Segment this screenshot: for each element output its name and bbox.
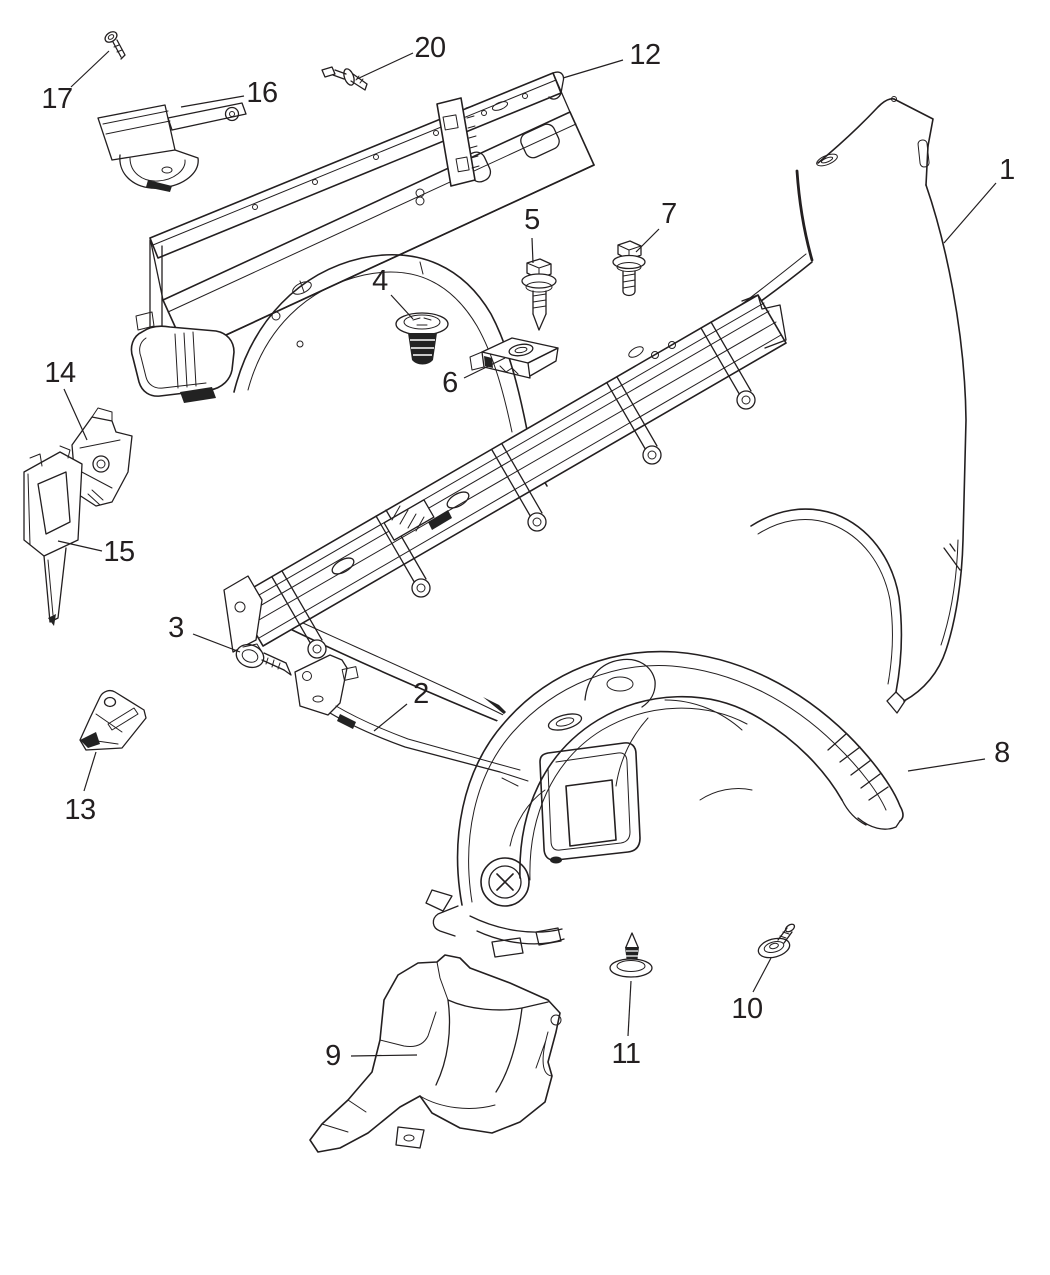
leader-line-10	[752, 957, 772, 993]
sill-rail-with-straps	[223, 294, 787, 659]
leader-line-16	[180, 95, 245, 108]
callout-2[interactable]: 2	[413, 678, 429, 710]
part-5-screw	[521, 258, 557, 331]
leader-line-2	[373, 703, 408, 732]
part-9-splash-shield	[309, 954, 562, 1153]
leader-line-1	[943, 182, 997, 244]
callout-16[interactable]: 16	[246, 77, 278, 109]
strap-hooks	[271, 321, 756, 659]
callout-7[interactable]: 7	[661, 198, 677, 230]
callout-11[interactable]: 11	[611, 1038, 641, 1070]
leader-line-9	[350, 1054, 418, 1057]
part-10-clip	[757, 923, 796, 959]
part-20-stud	[321, 66, 368, 91]
leader-line-11	[627, 980, 632, 1037]
callout-15[interactable]: 15	[103, 536, 135, 568]
callout-9[interactable]: 9	[325, 1040, 341, 1072]
leader-line-3	[192, 633, 241, 653]
callout-12[interactable]: 12	[629, 39, 661, 71]
callout-4[interactable]: 4	[372, 265, 389, 297]
callout-1[interactable]: 1	[999, 154, 1015, 186]
part-4-push-pin	[395, 312, 449, 365]
part-6-u-nut	[469, 337, 559, 379]
part-8-wheelhouse-liner	[425, 650, 909, 958]
part-16-bracket	[97, 102, 247, 192]
callout-10[interactable]: 10	[731, 993, 763, 1025]
leader-line-7	[635, 228, 660, 253]
part-11-push-pin	[609, 932, 653, 978]
part-7-screw	[612, 240, 646, 297]
leader-line-6	[463, 357, 506, 379]
callout-20[interactable]: 20	[414, 32, 446, 64]
leader-line-5	[531, 237, 534, 264]
callout-8[interactable]: 8	[994, 737, 1010, 769]
part-15-support-bracket	[23, 445, 83, 626]
callout-13[interactable]: 13	[64, 794, 96, 826]
leader-line-12	[562, 59, 624, 79]
part-13-bracket	[79, 690, 147, 751]
callout-5[interactable]: 5	[524, 204, 540, 236]
leader-line-17	[70, 50, 110, 88]
leader-line-13	[83, 751, 97, 792]
leader-line-14	[63, 388, 88, 441]
leader-line-8	[907, 758, 986, 772]
callout-6[interactable]: 6	[442, 367, 458, 399]
part-17-screw	[104, 31, 126, 60]
leader-line-15	[57, 540, 103, 552]
callout-3[interactable]: 3	[168, 612, 184, 644]
part-12-upper-rail-and-apron	[130, 71, 595, 487]
leader-line-4	[390, 294, 414, 320]
leader-line-20	[356, 52, 414, 80]
callout-17[interactable]: 17	[41, 83, 73, 115]
part-2-fender-bracket	[294, 654, 529, 787]
callout-14[interactable]: 14	[44, 357, 76, 389]
part-3-bolt	[235, 643, 292, 676]
